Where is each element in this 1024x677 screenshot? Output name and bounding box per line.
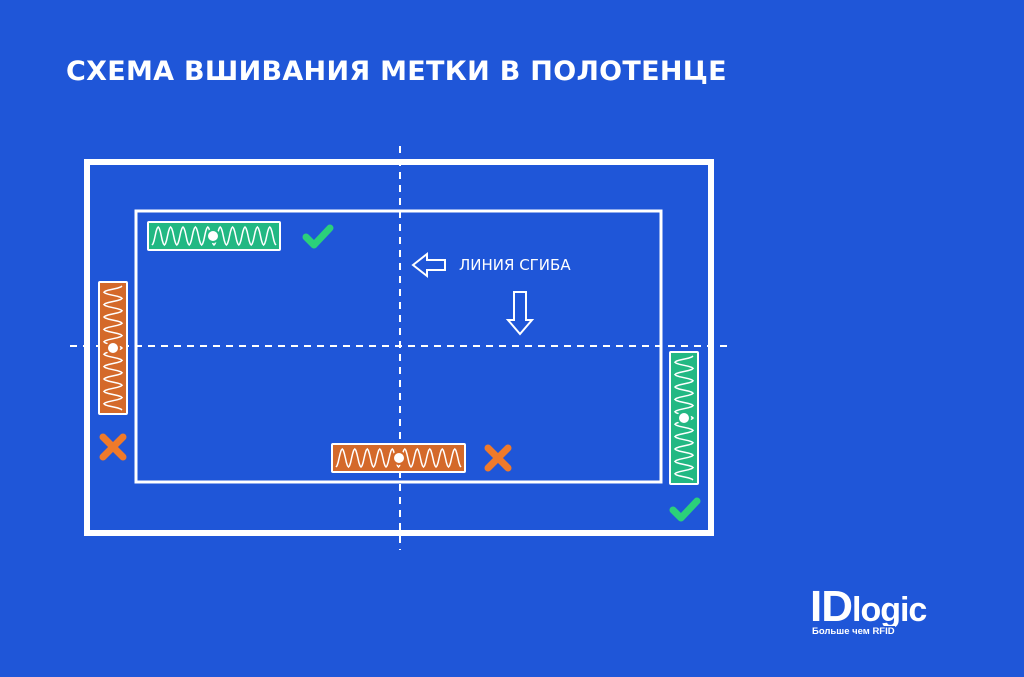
- rfid-tag-wrong: [331, 443, 512, 473]
- tag-chip: [206, 229, 220, 243]
- arrow-left-icon: [411, 251, 446, 279]
- idlogic-logo: IDlogic Больше чем RFID: [808, 582, 968, 644]
- tag-chip: [106, 341, 120, 355]
- logo-suffix: logic: [852, 591, 927, 629]
- tag-antenna: [335, 447, 462, 469]
- cross-icon: [484, 444, 512, 472]
- check-icon: [302, 224, 334, 249]
- arrow-down-icon: [505, 291, 535, 336]
- tag-chip: [677, 411, 691, 425]
- page-title: СХЕМА ВШИВАНИЯ МЕТКИ В ПОЛОТЕНЦЕ: [66, 56, 727, 87]
- cross-icon: [99, 433, 127, 461]
- rfid-tag-correct: [147, 221, 334, 251]
- tag-antenna: [151, 225, 277, 247]
- rfid-tag-wrong: [98, 281, 128, 461]
- tag-antenna: [102, 285, 124, 411]
- logo-id: ID: [810, 582, 853, 631]
- check-icon: [669, 497, 701, 522]
- rfid-tag-correct: [669, 351, 701, 522]
- fold-line-label: ЛИНИЯ СГИБА: [459, 256, 571, 274]
- logo-tagline: Больше чем RFID: [812, 626, 895, 637]
- tag-antenna: [673, 355, 695, 481]
- tag-chip: [392, 451, 406, 465]
